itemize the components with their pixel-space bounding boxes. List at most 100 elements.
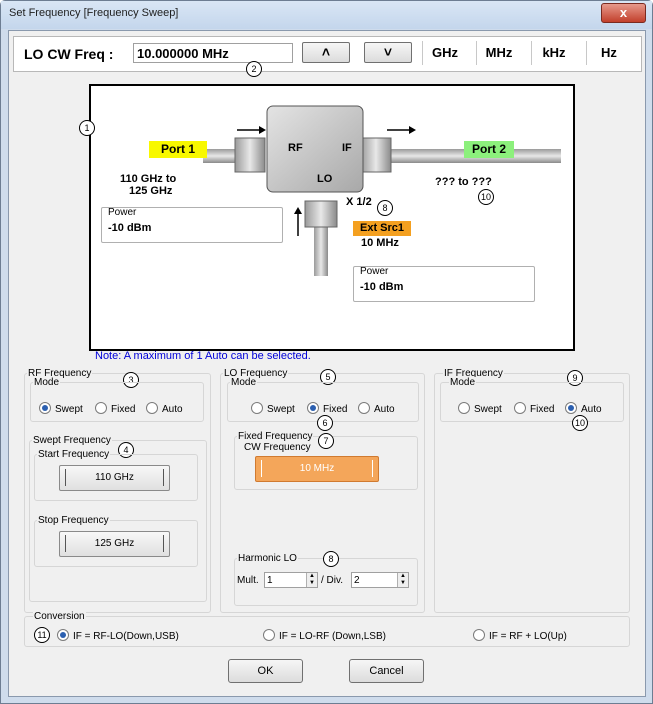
mixer-body — [266, 105, 364, 193]
unit-ghz-button[interactable]: GHz — [422, 41, 467, 65]
lo-power-box[interactable]: Power -10 dBm — [353, 266, 535, 302]
if-flange — [360, 137, 392, 173]
if-mode-group: Mode Swept Fixed Auto 10 — [440, 377, 624, 431]
cw-frequency-button[interactable]: 10 MHz — [255, 456, 379, 482]
rf-mode-label: Mode — [33, 377, 61, 388]
ext-src-freq: 10 MHz — [361, 237, 399, 249]
lo-mode-group: Mode Swept Fixed Auto 6 — [227, 377, 419, 431]
lo-mode-fixed-radio[interactable]: Fixed — [307, 402, 347, 415]
rf-frequency-title: RF Frequency — [27, 368, 93, 379]
window-title: Set Frequency [Frequency Sweep] — [9, 7, 179, 19]
if-mode-auto-radio[interactable]: Auto — [565, 402, 602, 415]
if-fixed-dot — [514, 402, 526, 414]
start-frequency-label: Start Frequency — [37, 449, 111, 460]
freq-up-button[interactable]: ˄ — [302, 42, 350, 63]
conversion-up-radio[interactable]: IF = RF + LO(Up) — [473, 629, 567, 642]
start-frequency-button[interactable]: 110 GHz — [59, 465, 170, 491]
lo-flange — [304, 200, 338, 228]
if-frequency-title: IF Frequency — [443, 368, 504, 379]
rf-mode-swept-radio[interactable]: Swept — [39, 402, 83, 415]
title-bar: Set Frequency [Frequency Sweep] x — [1, 1, 652, 29]
conversion-down-lsb-radio[interactable]: IF = LO-RF (Down,LSB) — [263, 629, 386, 642]
lo-fixed-dot — [307, 402, 319, 414]
rf-power-label: Power — [108, 207, 137, 218]
port2-label: Port 2 — [464, 141, 514, 158]
port1-label: Port 1 — [149, 141, 207, 158]
ok-button[interactable]: OK — [228, 659, 303, 683]
if-label: IF — [342, 142, 352, 154]
marker-11: 11 — [34, 627, 50, 643]
if-range: ??? to ??? — [435, 176, 492, 188]
div-spinner[interactable]: 2 ▲▼ — [351, 572, 409, 588]
freq-down-button[interactable]: ˅ — [364, 42, 412, 63]
rf-range-line1: 110 GHz to — [120, 173, 177, 185]
stop-frequency-label: Stop Frequency — [37, 515, 110, 526]
start-frequency-group: Start Frequency 110 GHz — [34, 449, 198, 501]
marker-10: 10 — [572, 415, 588, 431]
div-label: / Div. — [321, 575, 344, 586]
rf-auto-dot — [146, 402, 158, 414]
mult-spin-arrows-icon[interactable]: ▲▼ — [306, 573, 317, 587]
lo-auto-dot — [358, 402, 370, 414]
if-auto-dot — [565, 402, 577, 414]
if-frequency-group: IF Frequency 9 Mode Swept Fixed Auto 10 — [434, 368, 630, 613]
lo-frequency-title: LO Frequency — [223, 368, 289, 379]
marker-6: 6 — [317, 415, 333, 431]
lo-pipe — [314, 216, 328, 276]
rf-fixed-dot — [95, 402, 107, 414]
rf-swept-group: Swept Frequency 4 Start Frequency 110 GH… — [29, 435, 207, 602]
rf-swept-dot — [39, 402, 51, 414]
marker-5: 5 — [320, 369, 336, 385]
rf-frequency-group: RF Frequency 3 Mode Swept Fixed Auto Swe… — [24, 368, 211, 613]
harmonic-lo-group: Harmonic LO 8 Mult. 1 ▲▼ / Div. 2 ▲▼ — [234, 551, 418, 606]
rf-mode-auto-radio[interactable]: Auto — [146, 402, 183, 415]
conversion-down-usb-radio[interactable]: IF = RF-LO(Down,USB) — [57, 629, 179, 642]
lo-label: LO — [317, 173, 333, 185]
auto-limit-note: Note: A maximum of 1 Auto can be selecte… — [95, 350, 311, 362]
stop-frequency-button[interactable]: 125 GHz — [59, 531, 170, 557]
rf-power-value: -10 dBm — [108, 222, 152, 234]
mult-label: Mult. — [237, 575, 259, 586]
harmonic-lo-title: Harmonic LO — [237, 553, 298, 564]
if-mode-label: Mode — [449, 377, 477, 388]
lo-power-value: -10 dBm — [360, 281, 404, 293]
lo-arrow-icon — [294, 207, 302, 214]
lo-cw-freq-input[interactable]: 10.000000 MHz — [133, 43, 293, 63]
lo-fixed-group: Fixed Frequency 7 CW Frequency 10 MHz — [234, 431, 418, 490]
rf-label: RF — [288, 142, 303, 154]
marker-8: 8 — [323, 551, 339, 567]
marker-2: 2 — [246, 61, 262, 77]
dialog-client: LO CW Freq : 10.000000 MHz 2 ˄ ˅ GHz MHz… — [8, 30, 646, 697]
if-swept-dot — [458, 402, 470, 414]
if-mode-swept-radio[interactable]: Swept — [458, 402, 502, 415]
marker-7: 7 — [318, 433, 334, 449]
unit-hz-button[interactable]: Hz — [586, 41, 631, 65]
cancel-button[interactable]: Cancel — [349, 659, 424, 683]
lo-frequency-group: LO Frequency 5 Mode Swept Fixed Auto 6 F… — [220, 368, 425, 613]
lo-mode-label: Mode — [230, 377, 258, 388]
lo-mode-swept-radio[interactable]: Swept — [251, 402, 295, 415]
conv-usb-dot — [57, 629, 69, 641]
lo-mode-auto-radio[interactable]: Auto — [358, 402, 395, 415]
unit-khz-button[interactable]: kHz — [531, 41, 576, 65]
rf-power-box[interactable]: Power -10 dBm — [101, 207, 283, 243]
mult-spinner[interactable]: 1 ▲▼ — [264, 572, 318, 588]
conv-up-dot — [473, 629, 485, 641]
unit-mhz-button[interactable]: MHz — [476, 41, 521, 65]
mixer-diagram: 1 — [79, 84, 575, 351]
marker-10-diagram: 10 — [478, 189, 494, 205]
div-spin-arrows-icon[interactable]: ▲▼ — [397, 573, 408, 587]
lo-power-label: Power — [360, 266, 389, 277]
lo-cw-freq-label: LO CW Freq : — [24, 46, 114, 62]
stop-frequency-group: Stop Frequency 125 GHz — [34, 515, 198, 567]
if-mode-fixed-radio[interactable]: Fixed — [514, 402, 554, 415]
cw-frequency-label: CW Frequency — [243, 442, 312, 453]
close-button[interactable]: x — [601, 3, 646, 23]
conv-lsb-dot — [263, 629, 275, 641]
lo-multiplier: X 1/2 — [346, 196, 372, 208]
conversion-title: Conversion — [33, 611, 86, 622]
rf-mode-fixed-radio[interactable]: Fixed — [95, 402, 135, 415]
marker-3: 3 — [123, 372, 139, 388]
rf-arrow-icon — [259, 126, 266, 134]
marker-1: 1 — [79, 120, 95, 136]
